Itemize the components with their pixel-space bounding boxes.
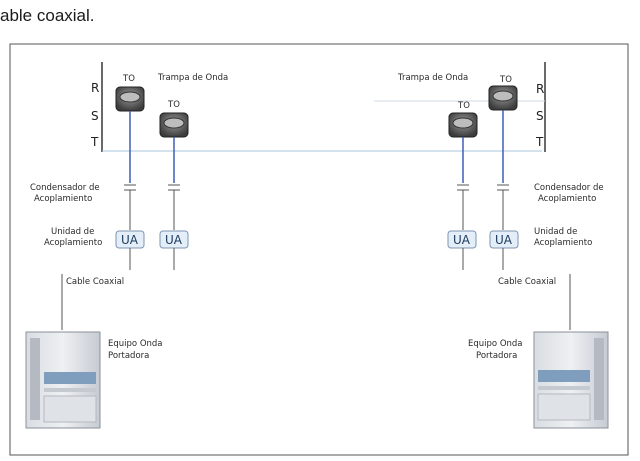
right-ua-label-2: UA xyxy=(495,233,513,247)
right-wave-trap-2 xyxy=(448,112,478,138)
right-ua-label-1: UA xyxy=(453,233,471,247)
right-unidad-label-1: Unidad de xyxy=(534,227,577,237)
right-coupling-capacitor-2 xyxy=(497,184,509,230)
right-wave-trap-1 xyxy=(488,85,518,111)
right-phase-r: R xyxy=(536,82,544,96)
right-coupling-capacitor-1 xyxy=(457,184,469,230)
left-ua-label-2: UA xyxy=(165,233,183,247)
left-cable-label: Cable Coaxial xyxy=(66,277,124,287)
caption-text: able coaxial. xyxy=(0,6,95,25)
left-unidad-label-1: Unidad de xyxy=(51,227,94,237)
right-trampa-label: Trampa de Onda xyxy=(397,73,468,83)
right-carrier-equipment xyxy=(533,331,609,429)
left-condensador-label-2: Acoplamiento xyxy=(34,194,92,204)
left-coupling-capacitor-1 xyxy=(124,184,136,230)
left-equipo-label-1: Equipo Onda xyxy=(108,339,163,349)
right-unidad-label-2: Acoplamiento xyxy=(534,238,592,248)
left-phase-r: R xyxy=(91,81,99,95)
diagram-frame xyxy=(9,43,629,456)
left-equipo-label-2: Portadora xyxy=(108,351,149,361)
left-wave-trap-2 xyxy=(159,112,189,138)
left-trampa-label: Trampa de Onda xyxy=(157,73,228,83)
left-phase-t: T xyxy=(90,135,99,149)
right-equipo-label-2: Portadora xyxy=(476,351,517,361)
right-cable-label: Cable Coaxial xyxy=(498,277,556,287)
left-ua-label-1: UA xyxy=(121,233,139,247)
left-coupling-capacitor-2 xyxy=(168,184,180,230)
right-condensador-label-1: Condensador de xyxy=(534,183,604,193)
left-condensador-label-1: Condensador de xyxy=(30,183,100,193)
right-ua-box-2 xyxy=(489,230,519,249)
right-equipo-label-1: Equipo Onda xyxy=(468,339,523,349)
right-to-label-2: TO xyxy=(457,101,470,111)
left-wave-trap-1 xyxy=(115,86,145,112)
left-to-label-1: TO xyxy=(122,74,135,84)
left-unidad-label-2: Acoplamiento xyxy=(44,238,102,248)
left-carrier-equipment xyxy=(25,331,101,429)
left-phase-s: S xyxy=(91,109,99,123)
right-to-label-1: TO xyxy=(499,75,512,85)
right-phase-s: S xyxy=(536,109,544,123)
left-to-label-2: TO xyxy=(167,100,180,110)
right-ua-box-1 xyxy=(447,230,477,249)
right-phase-t: T xyxy=(535,135,544,149)
right-condensador-label-2: Acoplamiento xyxy=(538,194,596,204)
